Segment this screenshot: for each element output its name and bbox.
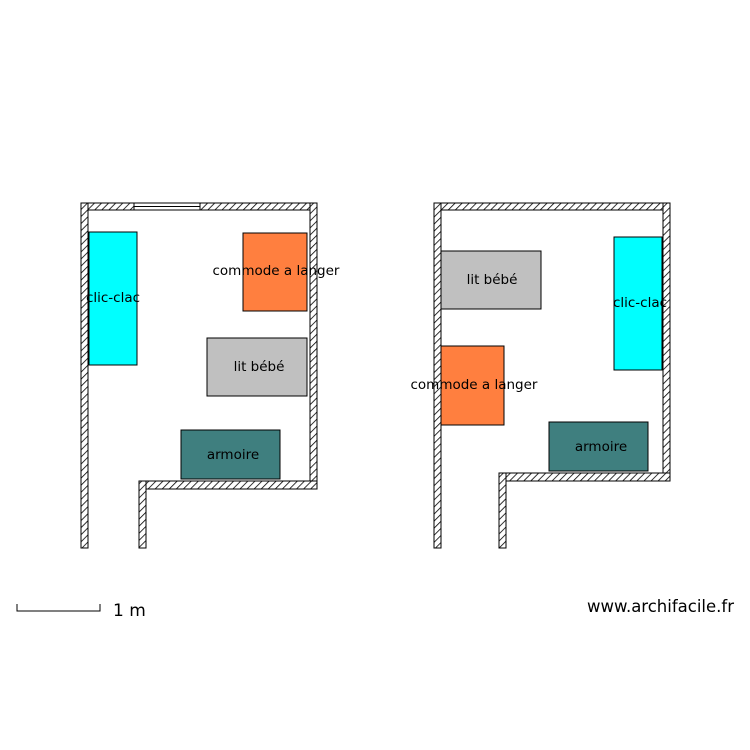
walls-right bbox=[433, 202, 671, 549]
clic-clac-rect bbox=[88, 231, 138, 366]
lit-bebe[interactable]: lit bébé bbox=[440, 250, 542, 310]
scale-bar: 1 m bbox=[16, 601, 146, 621]
plan-right: lit bébé clic-clac commode a langer armo… bbox=[411, 202, 671, 549]
armoire-label: armoire bbox=[575, 439, 627, 455]
site-credit: www.archifacile.fr bbox=[587, 597, 734, 616]
clic-clac-label: clic-clac bbox=[86, 290, 140, 306]
armoire[interactable]: armoire bbox=[548, 421, 649, 472]
commode-a-langer-rect bbox=[242, 232, 308, 312]
scale-bar-line bbox=[16, 604, 101, 612]
armoire-rect bbox=[548, 421, 649, 472]
walls-left bbox=[80, 202, 318, 549]
clic-clac-rect bbox=[613, 236, 663, 371]
armoire-label: armoire bbox=[207, 447, 259, 463]
wall-bottom bbox=[138, 480, 318, 490]
scale-label: 1 m bbox=[113, 601, 146, 621]
lit-bebe[interactable]: lit bébé bbox=[206, 337, 308, 397]
commode-a-langer[interactable]: commode a langer bbox=[213, 232, 340, 312]
wall-left bbox=[80, 202, 89, 549]
clic-clac[interactable]: clic-clac bbox=[86, 231, 140, 366]
armoire[interactable]: armoire bbox=[180, 429, 281, 480]
wall-left bbox=[433, 202, 442, 549]
wall-corridor bbox=[138, 480, 147, 549]
commode-a-langer-rect bbox=[440, 345, 505, 426]
wall-bottom bbox=[498, 472, 671, 482]
wall-right bbox=[309, 202, 318, 490]
clic-clac-label: clic-clac bbox=[613, 295, 667, 311]
wall-corridor bbox=[498, 472, 507, 549]
commode-a-langer-label: commode a langer bbox=[213, 263, 340, 279]
lit-bebe-rect bbox=[206, 337, 308, 397]
plan-left: clic-clac commode a langer lit bébé armo… bbox=[80, 202, 340, 549]
clic-clac[interactable]: clic-clac bbox=[613, 236, 667, 371]
wall-right bbox=[662, 202, 671, 482]
lit-bebe-label: lit bébé bbox=[467, 272, 518, 288]
lit-bebe-label: lit bébé bbox=[234, 359, 285, 375]
commode-a-langer[interactable]: commode a langer bbox=[411, 345, 538, 426]
lit-bebe-rect bbox=[440, 250, 542, 310]
armoire-rect bbox=[180, 429, 281, 480]
wall-top bbox=[433, 202, 671, 211]
commode-a-langer-label: commode a langer bbox=[411, 377, 538, 393]
